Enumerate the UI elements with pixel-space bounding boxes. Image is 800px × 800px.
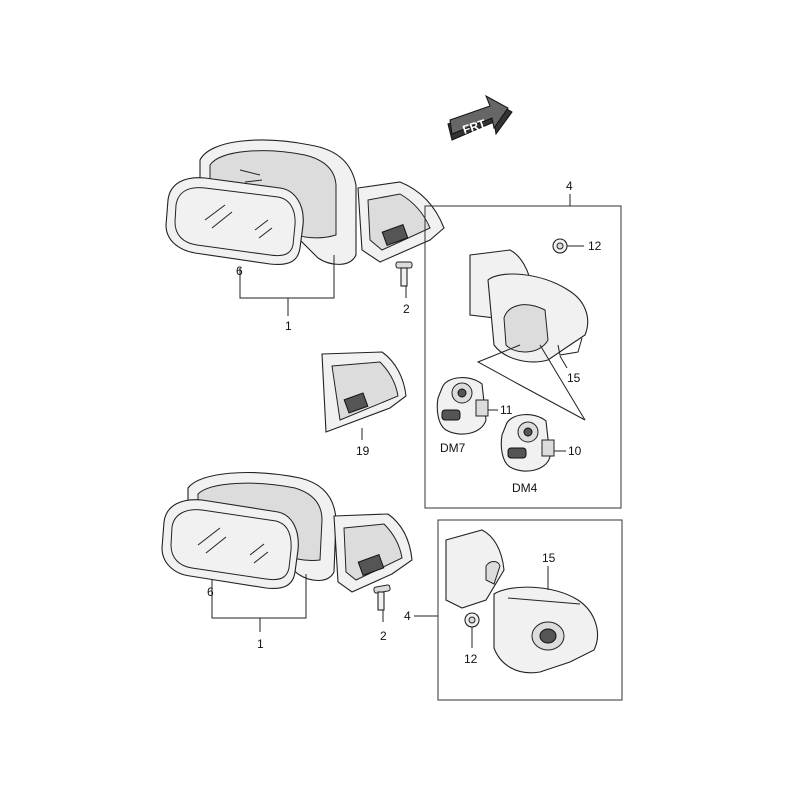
upper-bolt-icon (395, 261, 413, 287)
cap-nut-upper-icon (552, 238, 568, 254)
switch-dm4 (500, 414, 555, 472)
lower-cover-assembly (445, 529, 598, 674)
lower-kit-box (437, 519, 623, 701)
lower-cap-nut-callout: 12 (464, 652, 478, 666)
base-panel (321, 351, 407, 433)
lower-bolt-callout: 2 (380, 629, 387, 643)
upper-cover-assembly (469, 249, 589, 363)
base-panel-callout: 19 (356, 444, 370, 458)
lower-cap-nut-icon (464, 612, 480, 628)
upper-assembly-callout: 1 (285, 319, 292, 333)
lower-cover-callout: 15 (542, 551, 556, 565)
lower-mirror-base (333, 513, 413, 593)
upper-kit-callout: 4 (566, 179, 573, 193)
dm4-label: DM4 (512, 481, 538, 495)
upper-kit-box (424, 205, 622, 509)
dm7-label: DM7 (440, 441, 466, 455)
frt-arrow-icon: FRT (447, 94, 513, 141)
upper-mirror-glass (165, 177, 304, 266)
lower-kit-callout: 4 (404, 609, 411, 623)
lower-assembly-callout: 1 (257, 637, 264, 651)
upper-bolt-callout: 2 (403, 302, 410, 316)
lower-glass-callout: 6 (207, 585, 214, 599)
lower-bolt-icon (373, 584, 391, 611)
switch-dm7-callout: 11 (500, 403, 513, 417)
cover-upper-callout: 15 (567, 371, 581, 385)
upper-glass-callout: 6 (236, 264, 243, 278)
lower-mirror-glass (161, 499, 299, 590)
switch-dm4-callout: 10 (568, 444, 582, 458)
switch-dm7 (436, 377, 489, 435)
upper-mirror-base (357, 181, 445, 263)
cap-nut-upper-callout: 12 (588, 239, 602, 253)
